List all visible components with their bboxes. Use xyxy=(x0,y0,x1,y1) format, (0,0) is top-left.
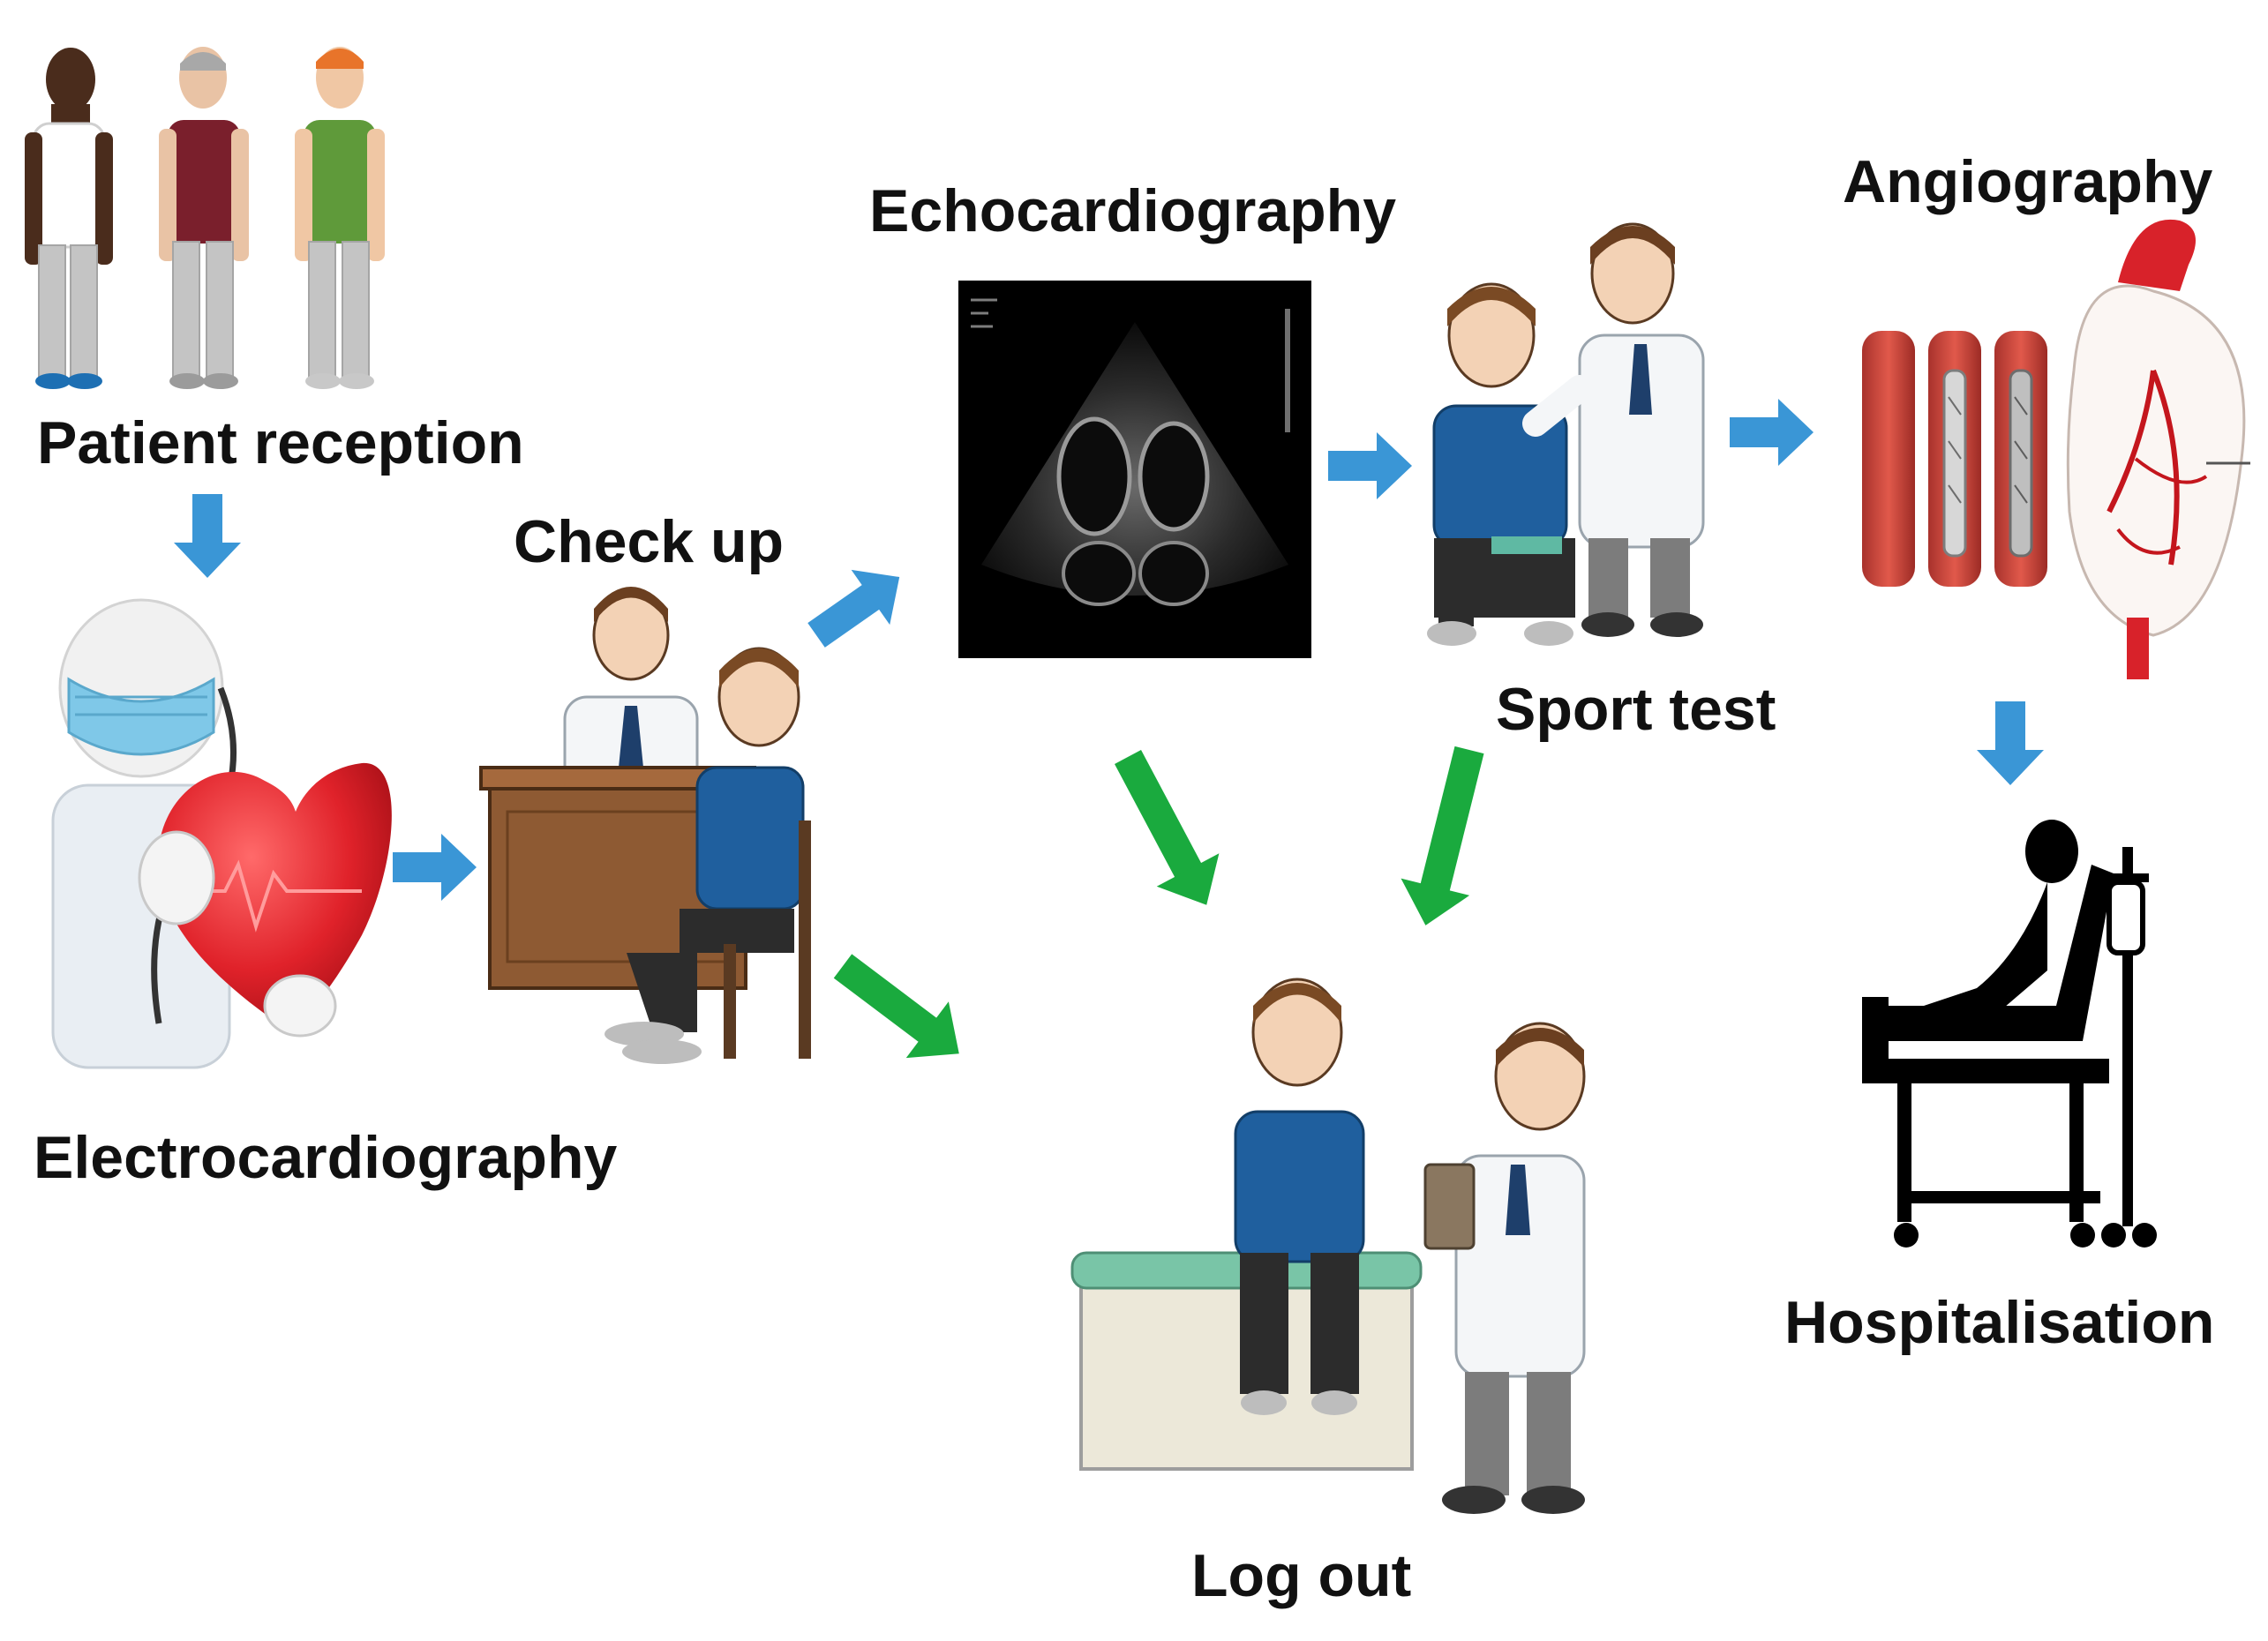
injection-icon xyxy=(1427,222,1705,646)
patients-group-icon xyxy=(25,47,385,389)
arrow-checkup-to-logout xyxy=(833,954,959,1059)
label-angiography: Angiography xyxy=(1843,148,2213,215)
label-electrocardiography: Electrocardiography xyxy=(34,1124,618,1191)
label-log-out: Log out xyxy=(1191,1542,1412,1609)
hospital-bed-icon xyxy=(1862,820,2157,1248)
arrow-angio-to-hospital xyxy=(1977,701,2044,785)
label-patient-reception: Patient reception xyxy=(37,409,524,476)
patient-figure xyxy=(25,48,113,389)
label-echocardiography: Echocardiography xyxy=(869,177,1397,244)
label-sport-test: Sport test xyxy=(1496,676,1776,743)
arrow-echo-to-sport xyxy=(1328,432,1412,499)
arrow-patient-to-ecg xyxy=(174,494,241,578)
examination-bed-icon xyxy=(1070,978,1586,1514)
ultrasound-image-icon xyxy=(958,281,1311,658)
label-check-up: Check up xyxy=(514,508,785,575)
arrow-checkup-to-echo xyxy=(807,569,900,648)
heart-icon xyxy=(158,762,392,1032)
patient-figure xyxy=(295,47,385,389)
doctor-heart-icon xyxy=(51,598,392,1069)
patient-figure xyxy=(159,47,249,389)
consultation-desk-icon xyxy=(479,587,811,1064)
heart-anatomy-icon xyxy=(2066,219,2250,679)
arrow-sport-to-angio xyxy=(1730,399,1814,466)
label-hospitalisation: Hospitalisation xyxy=(1784,1289,2215,1356)
arrow-ecg-to-checkup xyxy=(393,834,477,901)
arrow-echo-to-logout xyxy=(1114,750,1220,905)
artery-stent-icon xyxy=(1862,331,2047,587)
arrow-sport-to-logout xyxy=(1401,746,1484,925)
